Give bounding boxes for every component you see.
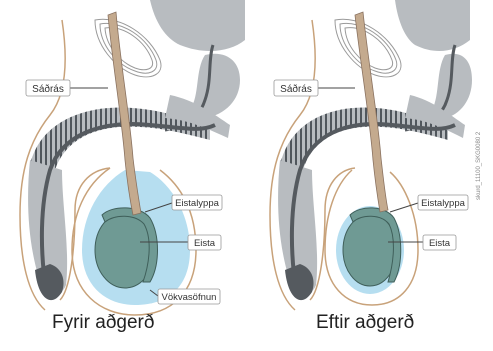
label-testis-after: Eista: [423, 235, 456, 250]
label-fluid-before: Vökvasöfnun: [158, 289, 220, 304]
label-epididymis-before: Eistalyppa: [172, 195, 222, 210]
label-epididymis-after: Eistalyppa: [418, 195, 468, 210]
label-text: Eista: [194, 238, 216, 249]
panel-after: [270, 0, 472, 310]
label-text: Eistalyppa: [175, 198, 220, 209]
caption-before: Fyrir aðgerð: [52, 312, 154, 334]
label-text: Vökvasöfnun: [162, 292, 217, 303]
label-text: Sáðrás: [32, 83, 64, 95]
label-testis-before: Eista: [188, 235, 221, 250]
label-text: Sáðrás: [280, 83, 312, 95]
bladder-shape: [395, 0, 470, 51]
label-text: Eista: [429, 238, 451, 249]
bladder-shape: [150, 0, 245, 51]
caption-after: Eftir aðgerð: [316, 312, 414, 334]
bladder-contours: [95, 19, 161, 77]
image-code: skurd_11100_SKG0080 2: [476, 132, 482, 200]
panel-before: [20, 0, 245, 315]
label-urethra-before: Sáðrás: [26, 80, 70, 96]
label-text: Eistalyppa: [421, 198, 466, 209]
label-urethra-after: Sáðrás: [274, 80, 318, 96]
